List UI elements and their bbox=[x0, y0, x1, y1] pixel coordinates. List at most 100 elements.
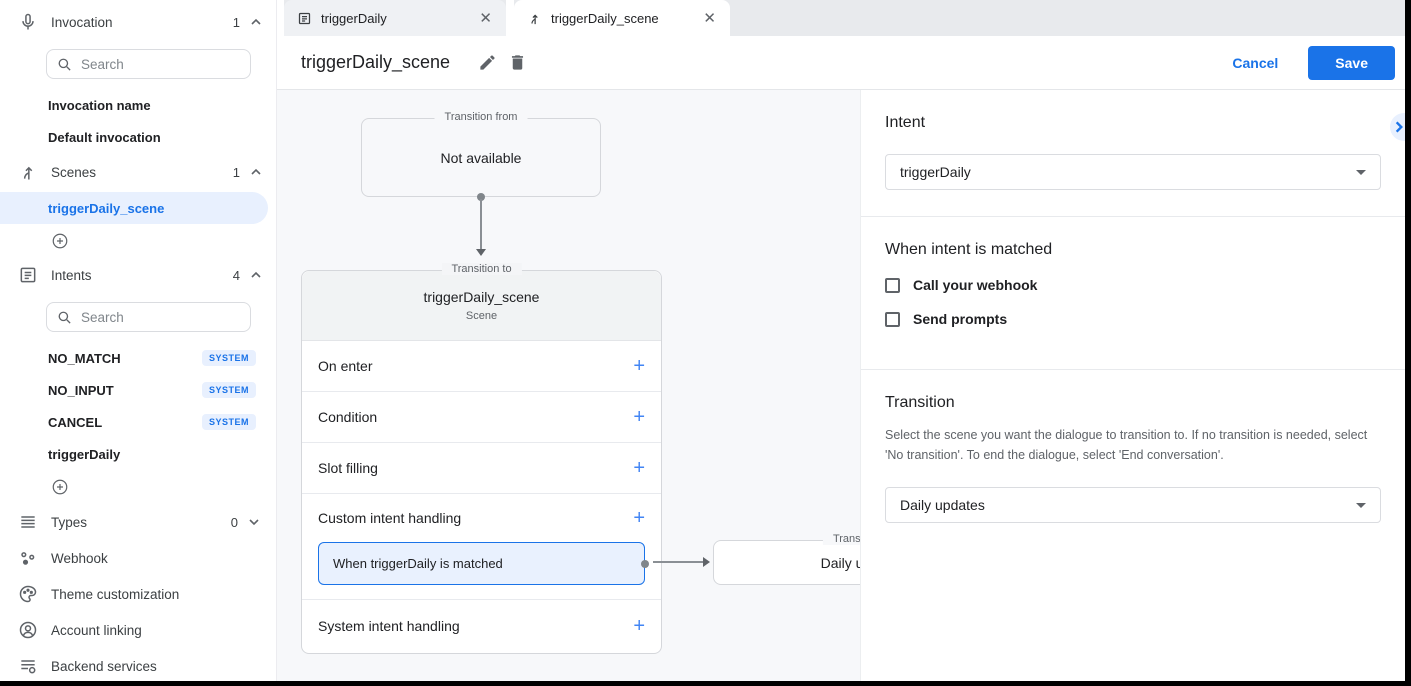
save-button[interactable]: Save bbox=[1308, 45, 1395, 80]
system-badge: SYSTEM bbox=[201, 414, 256, 430]
transition-from-box[interactable]: Transition from Not available bbox=[361, 111, 601, 197]
sidebar-item-no-input[interactable]: NO_INPUT SYSTEM bbox=[0, 374, 276, 406]
sidebar-item-triggerdaily[interactable]: triggerDaily bbox=[48, 446, 121, 462]
sidebar-item-cancel[interactable]: CANCEL SYSTEM bbox=[0, 406, 276, 438]
send-prompts-checkbox[interactable] bbox=[885, 311, 900, 327]
call-webhook-checkbox[interactable] bbox=[885, 277, 900, 293]
sidebar-section-intents[interactable]: Intents 4 bbox=[0, 258, 276, 292]
section-label: Scenes bbox=[51, 164, 97, 180]
intent-editor-panel: Intent triggerDaily When intent is match… bbox=[860, 90, 1405, 681]
section-label: Intents bbox=[51, 267, 92, 283]
tab-gap bbox=[277, 0, 284, 36]
edit-button[interactable] bbox=[472, 48, 502, 78]
intents-search-input[interactable] bbox=[81, 309, 240, 325]
when-matched-section: When intent is matched Call your webhook… bbox=[861, 217, 1405, 369]
row-on-enter[interactable]: On enter + bbox=[302, 341, 661, 392]
chevron-up-icon bbox=[251, 168, 261, 175]
chevron-up-icon bbox=[251, 18, 261, 25]
arrowhead-right-icon bbox=[703, 557, 710, 567]
add-scene-button[interactable] bbox=[48, 229, 72, 253]
transition-select[interactable]: Daily updates bbox=[885, 487, 1381, 523]
add-icon[interactable]: + bbox=[633, 614, 645, 637]
section-count: 1 bbox=[232, 164, 240, 180]
connector-dot bbox=[641, 559, 649, 568]
dropdown-caret-icon bbox=[1356, 502, 1366, 508]
sidebar-section-scenes[interactable]: Scenes 1 bbox=[0, 155, 276, 189]
sidebar-item-triggerdaily-scene[interactable]: triggerDaily_scene bbox=[0, 192, 268, 224]
trash-icon bbox=[511, 55, 523, 70]
transition-from-legend: Transition from bbox=[434, 111, 528, 123]
invocation-search bbox=[46, 49, 251, 79]
dropdown-caret-icon bbox=[1356, 169, 1366, 175]
collapse-panel-button[interactable] bbox=[1390, 113, 1405, 141]
row-condition[interactable]: Condition + bbox=[302, 392, 661, 443]
sidebar-item-no-match[interactable]: NO_MATCH SYSTEM bbox=[0, 342, 276, 374]
pencil-icon bbox=[479, 55, 495, 70]
sidebar-item-backend-services[interactable]: Backend services bbox=[0, 648, 276, 681]
transition-heading: Transition bbox=[885, 394, 955, 411]
sidebar-section-invocation[interactable]: Invocation 1 bbox=[0, 5, 276, 39]
connector-dot bbox=[477, 193, 485, 201]
sidebar-item-webhook[interactable]: Webhook bbox=[0, 540, 276, 576]
tab-triggerdaily-scene[interactable]: triggerDaily_scene ✕ bbox=[514, 0, 730, 36]
chevron-up-icon bbox=[251, 271, 261, 278]
intent-heading: Intent bbox=[885, 114, 926, 131]
intent-section: Intent triggerDaily bbox=[861, 90, 1405, 216]
row-slot-filling[interactable]: Slot filling + bbox=[302, 443, 661, 494]
palette-icon bbox=[18, 584, 38, 604]
transition-description: Select the scene you want the dialogue t… bbox=[885, 428, 1368, 462]
arrowhead-down-icon bbox=[476, 249, 486, 256]
page-title: triggerDaily_scene bbox=[301, 52, 451, 72]
divider bbox=[861, 216, 1405, 217]
flow-canvas[interactable]: Transition from Not available Transition… bbox=[277, 90, 860, 681]
scenes-icon bbox=[18, 162, 38, 182]
section-label: Invocation bbox=[51, 14, 113, 30]
content-area: Transition from Not available Transition… bbox=[277, 90, 1405, 681]
section-count: 1 bbox=[232, 14, 240, 30]
sidebar: Invocation 1 Invocation name Default inv… bbox=[0, 0, 277, 681]
cancel-button[interactable]: Cancel bbox=[1232, 54, 1279, 71]
tab-triggerdaily[interactable]: triggerDaily ✕ bbox=[284, 0, 506, 36]
search-icon bbox=[58, 58, 71, 71]
row-group-custom-intent: Custom intent handling + When triggerDai… bbox=[302, 494, 661, 600]
prompts-check-row: Send prompts bbox=[885, 311, 1381, 327]
intent-select[interactable]: triggerDaily bbox=[885, 154, 1381, 190]
account-circle-icon bbox=[18, 620, 38, 640]
sidebar-item-theme-customization[interactable]: Theme customization bbox=[0, 576, 276, 612]
invocation-search-input[interactable] bbox=[81, 56, 240, 72]
connector-line bbox=[653, 561, 705, 563]
intents-search bbox=[46, 302, 251, 332]
delete-button[interactable] bbox=[502, 48, 532, 78]
main-column: triggerDaily ✕ triggerDaily_scene ✕ trig… bbox=[277, 0, 1405, 681]
search-icon bbox=[58, 311, 71, 324]
system-badge: SYSTEM bbox=[201, 350, 256, 366]
add-circle-icon bbox=[52, 233, 68, 249]
tab-gap bbox=[506, 0, 514, 36]
daily-updates-box[interactable]: Transition to Daily updates bbox=[713, 533, 860, 585]
chevron-right-icon bbox=[1395, 121, 1403, 133]
row-system-intent-handling[interactable]: System intent handling + bbox=[318, 614, 645, 637]
sidebar-item-default-invocation[interactable]: Default invocation bbox=[48, 129, 161, 145]
page-header: triggerDaily_scene Cancel Save bbox=[277, 36, 1405, 90]
close-tab-icon[interactable]: ✕ bbox=[475, 7, 496, 29]
tab-strip: triggerDaily ✕ triggerDaily_scene ✕ bbox=[277, 0, 1405, 36]
add-icon[interactable]: + bbox=[633, 355, 645, 377]
scene-card-header[interactable]: triggerDaily_scene Scene bbox=[302, 271, 661, 341]
section-count: 4 bbox=[232, 267, 240, 283]
add-intent-button[interactable] bbox=[48, 475, 72, 499]
transition-to-legend: Transition to bbox=[441, 263, 522, 275]
close-tab-icon[interactable]: ✕ bbox=[699, 7, 720, 29]
sidebar-section-types[interactable]: Types 0 bbox=[0, 504, 276, 540]
transition-section: Transition Select the scene you want the… bbox=[861, 370, 1405, 549]
intent-handler-item[interactable]: When triggerDaily is matched bbox=[318, 542, 649, 585]
sidebar-item-account-linking[interactable]: Account linking bbox=[0, 612, 276, 648]
sidebar-item-invocation-name[interactable]: Invocation name bbox=[48, 97, 151, 113]
add-icon[interactable]: + bbox=[633, 457, 645, 479]
add-circle-icon bbox=[52, 479, 68, 495]
add-icon[interactable]: + bbox=[633, 406, 645, 428]
add-icon[interactable]: + bbox=[633, 507, 645, 529]
intent-tab-icon bbox=[298, 12, 311, 24]
row-custom-intent-handling[interactable]: Custom intent handling + bbox=[318, 507, 645, 529]
system-badge: SYSTEM bbox=[201, 382, 256, 398]
webhook-check-row: Call your webhook bbox=[885, 277, 1381, 293]
